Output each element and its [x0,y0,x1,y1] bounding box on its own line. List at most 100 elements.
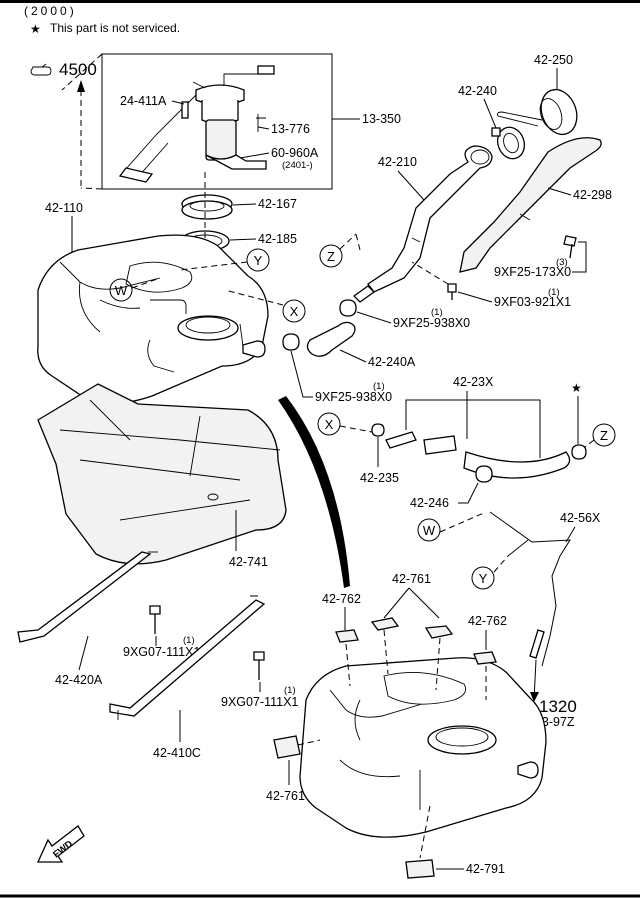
label-9xf25-938x0-a-qty: (1) [431,307,443,318]
leader-9xf25-173x0 [572,241,587,273]
svg-text:Y: Y [254,253,263,268]
clamp-9xf25-938x0-b [282,333,300,351]
svg-text:X: X [290,304,299,319]
label-42-298: 42-298 [573,188,612,202]
label-13-776: 13-776 [271,122,310,136]
label-42-110: 42-110 [45,201,83,215]
label-42-762-a: 42-762 [322,592,361,606]
connector-w-lower: W [417,518,441,542]
label-9xg07-111x1-a: 9XG07-111X1 [123,645,200,659]
leader-9xf25-938x0-b [290,350,313,398]
bolt-9xg07-111x1-b [253,651,265,680]
bolt-9xf25-173x0 [563,235,577,259]
leader-24-411a [171,100,185,105]
clamp-star [571,444,587,460]
leader-42-761-a [383,587,440,619]
fuel-pump-assembly [118,65,275,183]
leader-60-960a [239,152,270,159]
label-42-762-b: 42-762 [468,614,507,628]
leader-42-240a [339,349,367,363]
label-42-741: 42-741 [229,555,268,569]
exploded-view-arrow [278,396,350,588]
pump-box-leader-b [80,187,103,190]
connector-z-top: Z [319,244,343,268]
star-icon-lower: ★ [571,381,582,395]
connector-y-top: Y [246,248,270,272]
filler-assembly-line [355,233,361,251]
leader-42-246 [458,482,479,504]
connector-z-lower-line [584,439,595,448]
label-42-167: 42-167 [258,197,297,211]
label-42-761-b: 42-761 [266,789,305,803]
ref-1320-label: 1320 [539,697,577,716]
pad-761-b-dash [297,739,321,746]
label-9xf25-173x0-qty: (3) [556,257,568,268]
label-60-960a: 60-960A [271,146,319,160]
label-9xg07-111x1-a-qty: (1) [183,635,195,646]
label-42-761-a: 42-761 [392,572,431,586]
leader-9xf25-938x0-a [356,311,392,324]
bolt-9xf03-dash [411,261,449,285]
hose-42-240a [306,321,356,357]
label-42-235: 42-235 [360,471,399,485]
leader-42-167 [232,203,257,206]
label-42-410c: 42-410C [153,746,201,760]
connector-z-top-line [339,233,357,250]
filler-pipe-part [352,145,493,303]
label-42-56x: 42-56X [560,511,601,525]
connector-x-lower: X [317,412,341,436]
connector-y-top-line [179,261,248,271]
pad-42-762-a [335,629,359,643]
fuel-pump-group-box [101,53,333,190]
pad-42-761-b [273,735,301,759]
tank-band-42-410c [109,595,266,720]
pad-42-761-a1 [370,617,400,631]
insulator-tray-42-741 [37,383,287,565]
filler-ring-part [491,126,526,160]
clamp-42-235 [371,423,385,437]
ref-4500-label: 4500 [59,60,97,79]
label-9xf25-938x0-b-qty: (1) [373,381,385,392]
leader-9xf03-921x1 [457,291,493,303]
svg-text:W: W [115,283,128,298]
ref-4500[interactable]: 4500 [30,60,97,79]
label-42-23x: 42-23X [453,375,494,389]
pad-42-762-b [473,651,497,665]
leader-42-56x [565,526,576,543]
leader-42-298 [547,187,572,196]
label-13-350: 13-350 [362,112,401,126]
leader-42-185 [229,238,257,241]
pad-a2-dash [435,637,441,691]
label-24-411a: 24-411A [120,94,167,108]
ref-4500-arrowhead [77,80,85,92]
label-9xf25-938x0-a: 9XF25-938X0 [393,316,470,330]
label-42-420a: 42-420A [55,673,103,687]
tank-band-42-420a [17,551,158,643]
connector-w-top: W [109,278,133,302]
bolt-9xf03-921x1 [447,283,457,300]
leader-42-240 [483,98,497,129]
vent-pipe-42-56x [489,511,571,667]
label-42-240: 42-240 [458,84,497,98]
connector-w-lower-line [439,511,487,533]
grommet-42-246 [475,465,493,483]
pad-a1-dash [383,629,389,675]
connector-x-lower-line [339,425,373,433]
not-serviced-note: This part is not serviced. [50,21,180,35]
label-42-246: 42-246 [410,496,449,510]
fuel-cap-part [497,88,578,136]
pump-box-leader-a [61,53,103,91]
connector-x-top: X [282,299,306,323]
fuel-tank-upper [37,234,269,404]
forward-direction-indicator: FWD [36,825,85,863]
pad-42-791 [405,859,435,879]
star-icon: ★ [30,22,41,36]
connector-y-lower: Y [471,566,495,590]
bolt-9xg07-111x1-a [149,605,161,634]
lock-ring-part [181,194,233,220]
pad-791-dash [419,805,431,859]
connector-y-lower-line [493,555,509,573]
svg-text:X: X [325,417,334,432]
label-42-210: 42-210 [378,155,417,169]
